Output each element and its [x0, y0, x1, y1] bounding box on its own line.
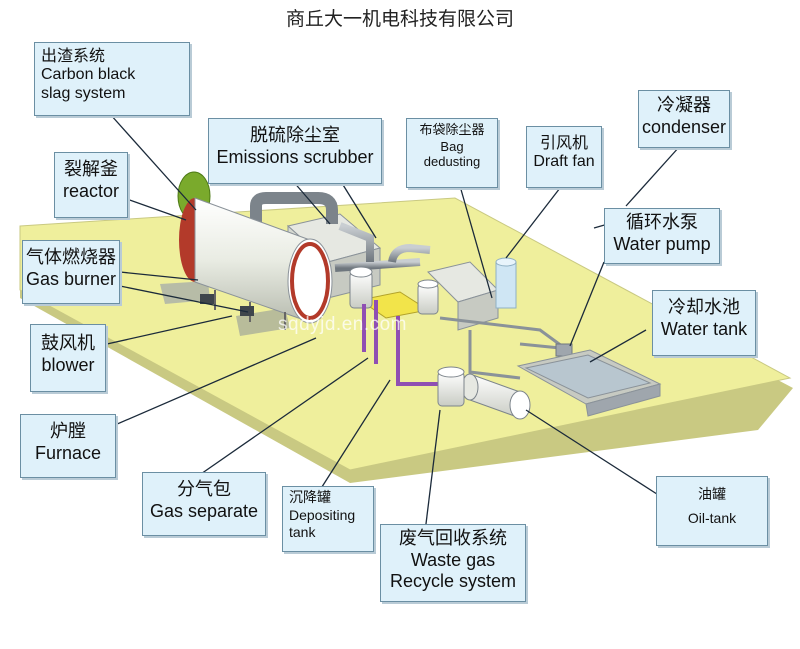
watermark-text: sqdyjd.en.com	[278, 314, 408, 335]
label-depositing-tank: 沉降罐 Depositing tank	[282, 486, 374, 552]
label-oil-tank: 油罐 Oil-tank	[656, 476, 768, 546]
label-water-pump: 循环水泵 Water pump	[604, 208, 720, 264]
label-en: Gas burner	[25, 268, 117, 289]
label-waste-gas-recycle-system: 废气回收系统 Waste gas Recycle system	[380, 524, 526, 602]
label-en: Waste gas	[410, 549, 496, 570]
water-tank-unit	[516, 349, 662, 417]
label-emissions-scrubber: 脱硫除尘室 Emissions scrubber	[208, 118, 382, 184]
label-cn: 出渣系统	[41, 46, 106, 65]
exhaust-pipe	[250, 192, 338, 226]
label-en: dedusting	[423, 154, 481, 170]
pit	[160, 281, 210, 304]
label-en: Water tank	[660, 318, 748, 339]
label-cn: 布袋除尘器	[419, 123, 485, 138]
label-bag-dedusting: 布袋除尘器 Bag dedusting	[406, 118, 498, 188]
label-reactor: 裂解釜 reactor	[54, 152, 128, 218]
label-en: Water pump	[613, 233, 711, 254]
label-gas-burner: 气体燃烧器 Gas burner	[22, 240, 120, 304]
label-water-tank: 冷却水池 Water tank	[652, 290, 756, 356]
label-en: Bag	[440, 138, 464, 154]
label-en: Gas separate	[149, 500, 259, 521]
label-cn: 炉膛	[50, 421, 86, 442]
label-en: Carbon black	[41, 66, 136, 84]
gas-burner-unit	[200, 294, 254, 316]
label-condenser: 冷凝器 condenser	[638, 90, 730, 148]
label-draft-fan: 引风机 Draft fan	[526, 126, 602, 188]
label-carbon-black-slag-system: 出渣系统 Carbon black slag system	[34, 42, 190, 116]
label-en: condenser	[641, 116, 727, 137]
label-cn: 油罐	[698, 487, 726, 503]
draft-fan-unit	[495, 257, 517, 309]
label-en: Emissions scrubber	[216, 146, 374, 167]
label-cn: 循环水泵	[626, 212, 698, 233]
label-cn: 脱硫除尘室	[250, 125, 340, 146]
depositing-tanks	[349, 266, 439, 315]
label-furnace: 炉膛 Furnace	[20, 414, 116, 478]
label-cn: 分气包	[177, 479, 231, 500]
label-cn: 引风机	[539, 133, 588, 152]
label-cn: 冷凝器	[657, 95, 711, 116]
label-cn: 鼓风机	[41, 333, 95, 354]
label-en: tank	[289, 523, 316, 540]
label-en: blower	[41, 354, 95, 375]
label-en: slag system	[41, 85, 126, 103]
label-cn: 沉降罐	[289, 490, 331, 506]
label-en: Oil-tank	[687, 509, 737, 526]
label-blower: 鼓风机 blower	[30, 324, 106, 392]
label-en: reactor	[62, 180, 120, 201]
label-cn: 气体燃烧器	[26, 247, 116, 268]
process-pipes	[334, 222, 431, 272]
label-en: Draft fan	[533, 153, 595, 171]
company-title: 商丘大一机电科技有限公司	[285, 8, 514, 30]
label-en: Depositing	[289, 506, 356, 523]
label-en: Furnace	[34, 442, 102, 463]
reactor-drum	[177, 171, 333, 330]
label-cn: 冷却水池	[668, 297, 740, 318]
label-en: Recycle system	[389, 571, 517, 592]
label-cn: 废气回收系统	[399, 528, 507, 549]
oil-tank-unit	[437, 366, 531, 420]
label-cn: 裂解釜	[64, 159, 118, 180]
label-gas-separate: 分气包 Gas separate	[142, 472, 266, 536]
